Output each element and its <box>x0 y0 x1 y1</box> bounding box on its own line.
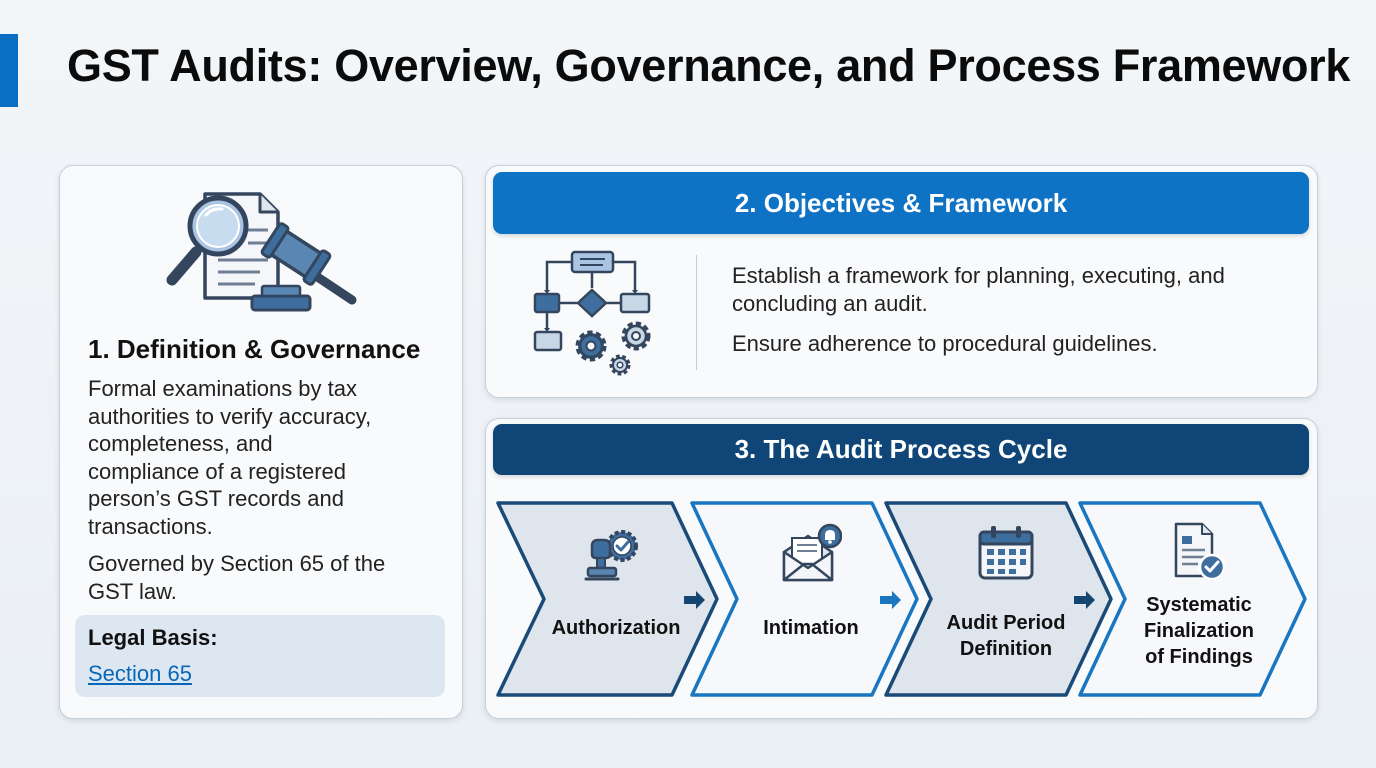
step-label-intimation: Intimation <box>763 617 859 639</box>
legal-basis-label: Legal Basis: <box>88 625 218 650</box>
objectives-framework-banner: 2. Objectives & Framework <box>493 172 1309 234</box>
step-label-finalization: Systematic Finalization of Findings <box>1144 594 1254 668</box>
calendar-icon <box>978 526 1034 580</box>
step-chevron-audit-period <box>884 501 1113 697</box>
audit-magnifier-gavel-icon <box>166 192 357 312</box>
definition-governance-heading: 1. Definition & Governance <box>88 334 421 364</box>
audit-definition-text: Formal examinations by tax authorities t… <box>88 376 372 539</box>
step-label-audit-period: Audit Period Definition <box>946 612 1066 660</box>
objective-point-1: Establish a framework for planning, exec… <box>732 263 1225 316</box>
envelope-notification-icon <box>782 523 842 582</box>
step-chevron-finalization <box>1078 501 1307 697</box>
step-chevron-intimation <box>690 501 919 697</box>
objectives-divider <box>696 255 697 370</box>
legal-basis-box <box>75 615 445 697</box>
step-arrow-2-icon <box>880 591 901 609</box>
stamp-seal-icon <box>584 530 638 581</box>
audit-process-cycle-banner: 3. The Audit Process Cycle <box>493 424 1309 475</box>
process-chevrons <box>496 501 1307 697</box>
step-chevron-authorization <box>496 501 719 697</box>
governance-text: Governed by Section 65 of the GST law. <box>88 551 386 604</box>
process-steps: Authorization Intimation Audit Period De… <box>494 500 1308 698</box>
flowchart-gears-icon <box>533 250 651 376</box>
step-arrow-1-icon <box>684 591 705 609</box>
objective-point-2: Ensure adherence to procedural guideline… <box>732 331 1158 356</box>
step-arrow-3-icon <box>1074 591 1095 609</box>
section-65-link[interactable]: Section 65 <box>88 661 192 686</box>
step-label-authorization: Authorization <box>551 617 681 639</box>
page-title: GST Audits: Overview, Governance, and Pr… <box>67 40 1351 91</box>
document-check-icon <box>1174 522 1226 581</box>
title-accent-bar <box>0 34 18 107</box>
